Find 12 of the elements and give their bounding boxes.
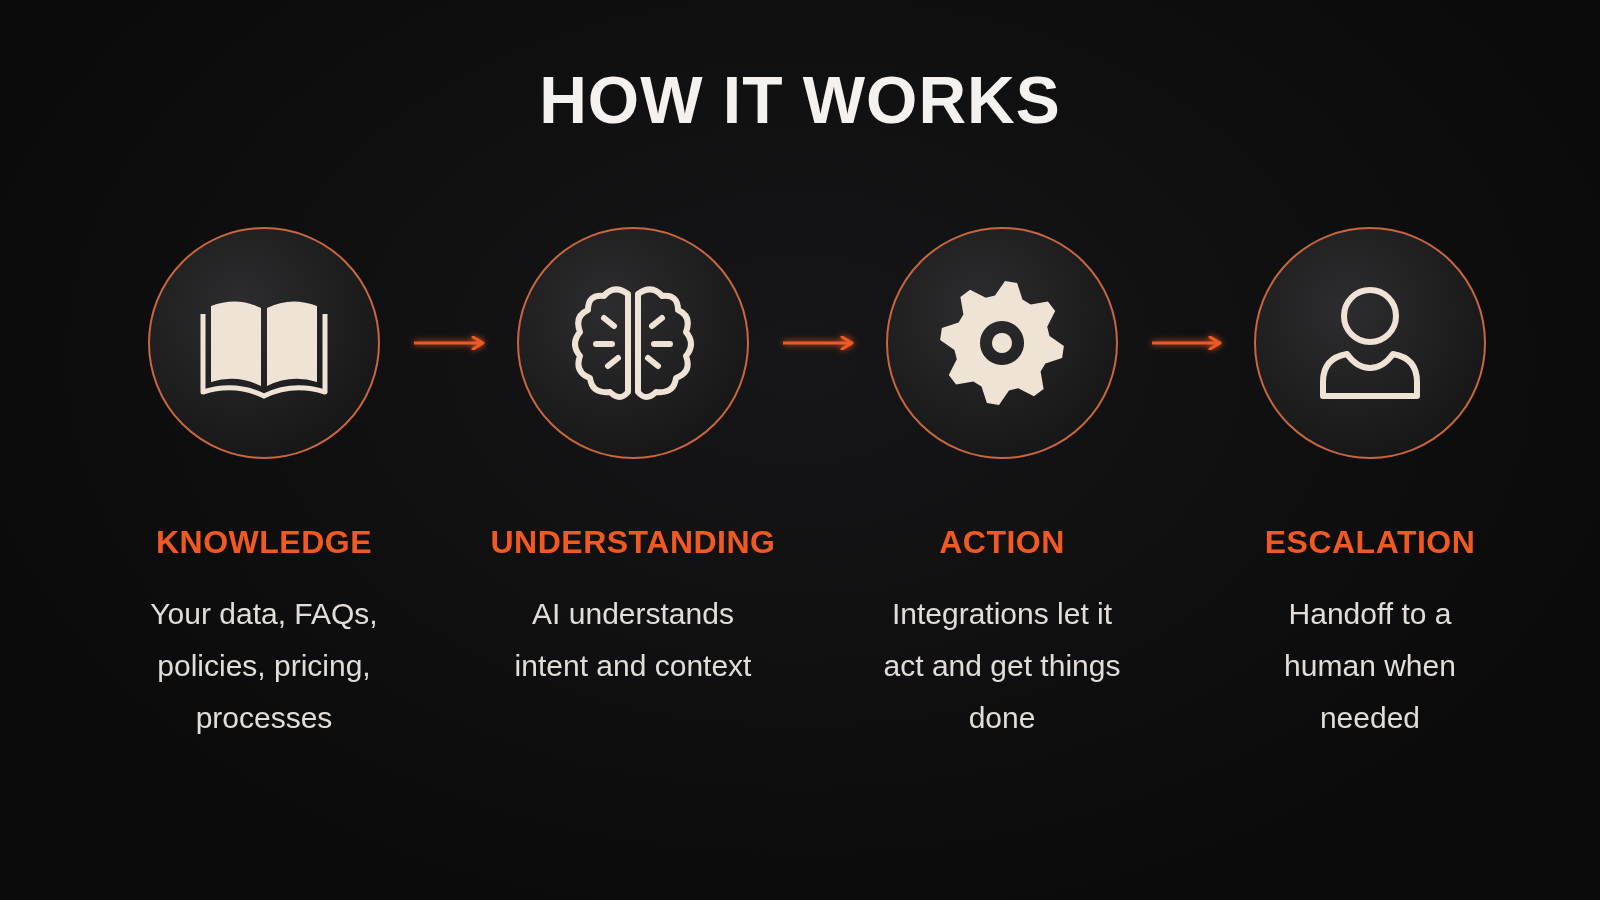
- step-heading: KNOWLEDGE: [155, 524, 372, 560]
- arrow: [1152, 335, 1222, 351]
- step-description: Handoff to a human when needed: [1284, 597, 1456, 734]
- step-description: Integrations let it act and get things done: [883, 597, 1121, 734]
- title: HOW IT WORKS: [539, 63, 1061, 137]
- step-heading: ACTION: [939, 524, 1065, 560]
- step-description: AI understands intent and context: [514, 597, 752, 682]
- step-heading: UNDERSTANDING: [490, 524, 776, 560]
- arrow: [783, 335, 854, 351]
- step-heading: ESCALATION: [1264, 524, 1476, 560]
- arrow: [414, 335, 485, 351]
- step-description: Your data, FAQs, policies, pricing, processes: [150, 597, 378, 734]
